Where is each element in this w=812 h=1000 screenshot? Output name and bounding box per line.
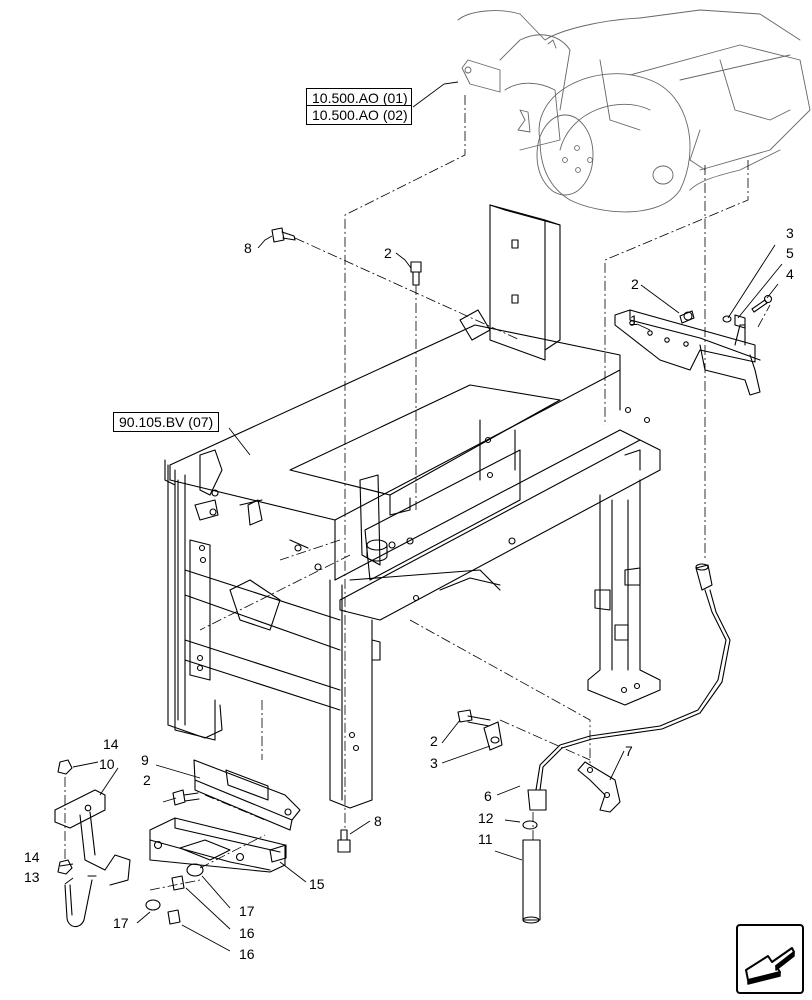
next-page-arrow-button[interactable]: [736, 924, 804, 994]
callout-8-top: 8: [244, 240, 252, 256]
bracket-15: [149, 817, 287, 873]
callout-17-right: 17: [239, 903, 255, 919]
assembly-lines: [64, 95, 771, 891]
callout-12: 12: [478, 810, 494, 826]
callout-10: 10: [99, 756, 115, 772]
hose-assembly: [522, 563, 731, 924]
callout-13: 13: [24, 869, 40, 885]
callout-2-bracket: 2: [143, 772, 151, 788]
u-bolt-13: [64, 875, 97, 928]
callout-7: 7: [625, 743, 633, 759]
engine-exhaust-assembly: [457, 9, 811, 213]
callout-1: 1: [630, 312, 638, 328]
callout-9: 9: [141, 752, 149, 768]
callout-14-top: 14: [103, 736, 119, 752]
reference-engine-2[interactable]: 10.500.AO (02): [306, 105, 412, 125]
callout-2-top: 2: [384, 245, 392, 261]
callout-16-lower: 16: [239, 946, 255, 962]
bolt-2-top: [410, 261, 422, 286]
callout-5: 5: [786, 245, 794, 261]
callout-4: 4: [786, 266, 794, 282]
reference-engine-1[interactable]: 10.500.AO (01): [306, 88, 412, 108]
leader-lines: [59, 81, 783, 952]
clamp-7: [577, 761, 621, 813]
callout-14-bottom: 14: [24, 849, 40, 865]
bracket-10: [54, 789, 131, 886]
callout-6: 6: [484, 788, 492, 804]
bracket-assembly-right: [614, 294, 773, 396]
bolt-8-top: [271, 227, 296, 243]
callout-3-lower: 3: [430, 755, 438, 771]
reference-frame[interactable]: 90.105.BV (07): [113, 412, 219, 432]
support-frame: [164, 204, 661, 809]
callout-8-bottom: 8: [374, 813, 382, 829]
callout-2-lower: 2: [430, 733, 438, 749]
bolt-8-bottom: [337, 829, 351, 853]
washer-17: [145, 863, 204, 911]
bracket-3-lower: [483, 721, 503, 751]
callout-3-right: 3: [786, 225, 794, 241]
callout-15: 15: [309, 876, 325, 892]
bolt-16: [167, 875, 185, 925]
bolt-2-bracket-9: [172, 789, 200, 806]
callout-2-right: 2: [631, 276, 639, 292]
callout-16-upper: 16: [239, 925, 255, 941]
nut-14: [57, 759, 73, 875]
bracket-9: [193, 759, 301, 831]
bolt-2-lower: [457, 709, 491, 727]
callout-17-left: 17: [113, 915, 129, 931]
callout-11: 11: [478, 831, 493, 847]
next-page-arrow-icon: [745, 947, 795, 985]
